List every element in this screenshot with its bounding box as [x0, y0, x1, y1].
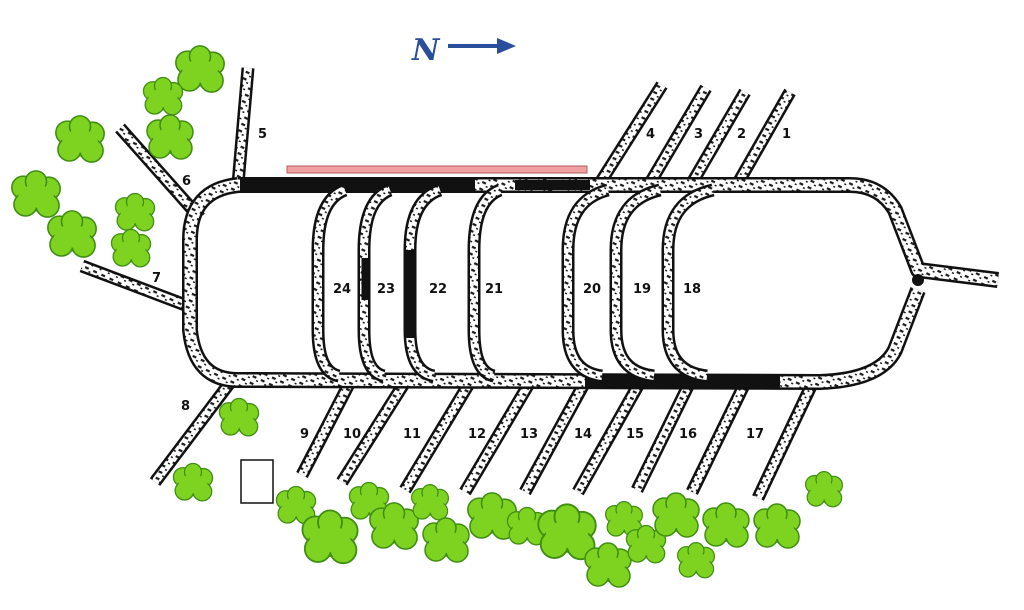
tree-icon — [55, 115, 105, 163]
spur-label-5: 5 — [258, 127, 267, 142]
cross-road-19 — [609, 183, 662, 383]
spur-label-14: 14 — [574, 427, 592, 442]
tree-icon — [218, 397, 260, 437]
spur-label-10: 10 — [343, 427, 361, 442]
spur-label-6: 6 — [182, 174, 191, 189]
spur-label-group: 1 2 3 4 5 6 7 8 9 10 11 12 13 14 15 16 1… — [152, 127, 791, 442]
tree-icon — [301, 509, 359, 565]
spur-label-7: 7 — [152, 271, 161, 286]
main-loop-road — [182, 177, 999, 390]
cross-label-20: 20 — [583, 282, 601, 297]
spur-label-4: 4 — [646, 127, 655, 142]
tree-icon — [110, 228, 152, 268]
tree-icon — [537, 503, 597, 561]
tree-icon — [753, 503, 801, 549]
small-building — [240, 459, 274, 504]
spur-label-1: 1 — [782, 127, 791, 142]
tree-icon — [11, 170, 61, 218]
cross-label-23: 23 — [377, 282, 395, 297]
tree-icon — [422, 517, 470, 563]
spur-roads — [79, 67, 818, 501]
spur-label-13: 13 — [520, 427, 538, 442]
spur-road-14 — [572, 378, 646, 496]
spur-label-3: 3 — [694, 127, 703, 142]
cross-road-21 — [467, 183, 503, 383]
spur-road-1 — [732, 88, 796, 187]
tree-icon — [411, 484, 449, 521]
tree-icon — [172, 462, 214, 502]
tree-icon — [584, 542, 632, 588]
north-label: N — [411, 33, 441, 68]
spur-label-11: 11 — [403, 427, 421, 442]
spur-road-16 — [686, 380, 751, 495]
spur-label-15: 15 — [626, 427, 644, 442]
cross-label-19: 19 — [633, 282, 651, 297]
spur-road-9 — [296, 379, 356, 478]
spur-road-4 — [594, 81, 668, 187]
cross-label-18: 18 — [683, 282, 701, 297]
tree-icon — [142, 76, 184, 116]
tree-icon — [702, 502, 750, 548]
spur-road-8 — [149, 376, 238, 486]
tree-icon — [676, 541, 716, 579]
spur-road-6 — [115, 123, 205, 223]
cross-label-group: 18 19 20 21 22 23 24 — [333, 282, 701, 297]
cross-road-23 — [357, 183, 393, 383]
arrow-right-icon — [448, 38, 516, 54]
spur-road-11 — [399, 378, 476, 494]
spur-road-5 — [231, 67, 255, 185]
tree-icon — [652, 492, 700, 538]
spur-road-13 — [519, 378, 591, 496]
spur-label-2: 2 — [737, 127, 746, 142]
cross-road-24 — [311, 183, 348, 383]
pink-bar — [286, 165, 588, 174]
spur-road-17 — [752, 381, 818, 501]
cross-road-18 — [661, 183, 715, 383]
cross-label-22: 22 — [429, 282, 447, 297]
north-arrow: N — [411, 33, 516, 68]
spur-road-12 — [459, 378, 536, 496]
spur-road-2 — [686, 88, 751, 187]
tree-icon — [47, 210, 97, 258]
tree-icon — [146, 114, 194, 160]
spur-road-3 — [644, 84, 712, 187]
tree-icon — [175, 45, 225, 93]
spur-road-10 — [336, 378, 411, 486]
spur-label-16: 16 — [679, 427, 697, 442]
cross-label-24: 24 — [333, 282, 351, 297]
cross-road-20 — [561, 183, 610, 383]
spur-road-7 — [79, 259, 191, 313]
spur-road-15 — [631, 379, 696, 493]
spur-label-8: 8 — [181, 399, 190, 414]
tree-icon — [369, 502, 419, 550]
spur-label-17: 17 — [746, 427, 764, 442]
cross-roads — [311, 183, 715, 383]
cross-label-21: 21 — [485, 282, 503, 297]
spur-label-12: 12 — [468, 427, 486, 442]
tree-icon — [804, 471, 844, 508]
tree-icon — [114, 192, 156, 232]
spur-label-9: 9 — [300, 427, 309, 442]
